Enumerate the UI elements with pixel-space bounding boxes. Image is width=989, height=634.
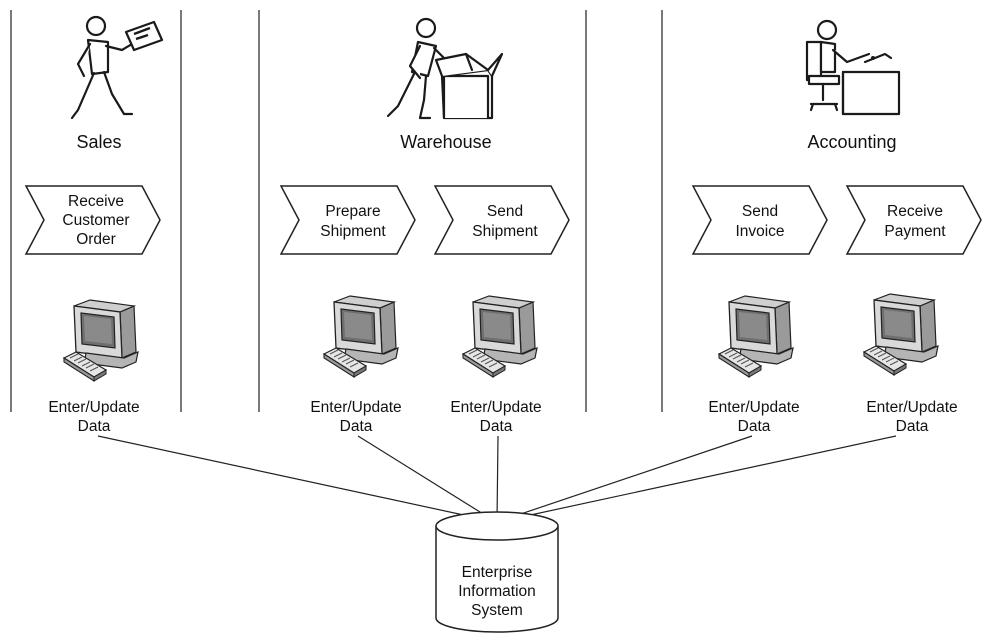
workstation-label: Data — [896, 418, 929, 435]
workstation-label: Data — [340, 418, 373, 435]
process-step: Prepare Shipment — [280, 185, 416, 255]
process-step-label: Invoice — [735, 223, 784, 240]
workstation-label: Enter/Update — [866, 399, 957, 416]
computer-icon — [718, 295, 794, 378]
connector-lines — [97, 435, 897, 523]
workstation: Enter/Update Data — [450, 295, 542, 435]
workstation: Enter/Update Data — [48, 299, 140, 435]
computer-icon — [863, 293, 939, 376]
database-cylinder-icon — [435, 511, 559, 633]
connector-line — [357, 435, 497, 523]
database-label: Enterprise — [462, 564, 533, 581]
workstation-label: Data — [78, 418, 111, 435]
connector-line — [497, 435, 897, 523]
workstation-label: Enter/Update — [450, 399, 541, 416]
process-step-label: Prepare — [325, 203, 380, 220]
department-label-warehouse: Warehouse — [400, 132, 491, 152]
process-step-label: Customer — [62, 212, 129, 229]
workstation-label: Enter/Update — [708, 399, 799, 416]
database-label: System — [471, 602, 523, 619]
workstation-label: Enter/Update — [310, 399, 401, 416]
database-label: Information — [458, 583, 536, 600]
workstation-label: Data — [480, 418, 513, 435]
workstation-label: Enter/Update — [48, 399, 139, 416]
process-step: Receive Payment — [846, 185, 982, 255]
process-step-label: Send — [487, 203, 523, 220]
computer-icon — [462, 295, 538, 378]
accountant-at-desk-icon — [805, 19, 901, 116]
process-step-label: Send — [742, 203, 778, 220]
process-step: Send Invoice — [692, 185, 828, 255]
process-step-label: Order — [76, 231, 116, 248]
department-label-sales: Sales — [76, 132, 121, 152]
salesperson-icon — [70, 15, 164, 120]
process-step: Send Shipment — [434, 185, 570, 255]
connector-line — [97, 435, 497, 523]
workstation: Enter/Update Data — [863, 293, 958, 435]
process-step-label: Shipment — [472, 223, 538, 240]
workstation: Enter/Update Data — [708, 295, 800, 435]
connector-line — [496, 435, 499, 523]
worker-packing-box-icon — [386, 17, 504, 120]
process-step-label: Payment — [884, 223, 946, 240]
computer-icon — [63, 299, 139, 382]
process-step-label: Receive — [887, 203, 943, 220]
process-step: Receive Customer Order — [25, 185, 161, 255]
process-step-label: Receive — [68, 193, 124, 210]
connector-line — [496, 435, 753, 523]
computer-icon — [323, 295, 399, 378]
department-label-accounting: Accounting — [807, 132, 896, 152]
workstation: Enter/Update Data — [310, 295, 402, 435]
workstation-label: Data — [738, 418, 771, 435]
process-step-label: Shipment — [320, 223, 386, 240]
